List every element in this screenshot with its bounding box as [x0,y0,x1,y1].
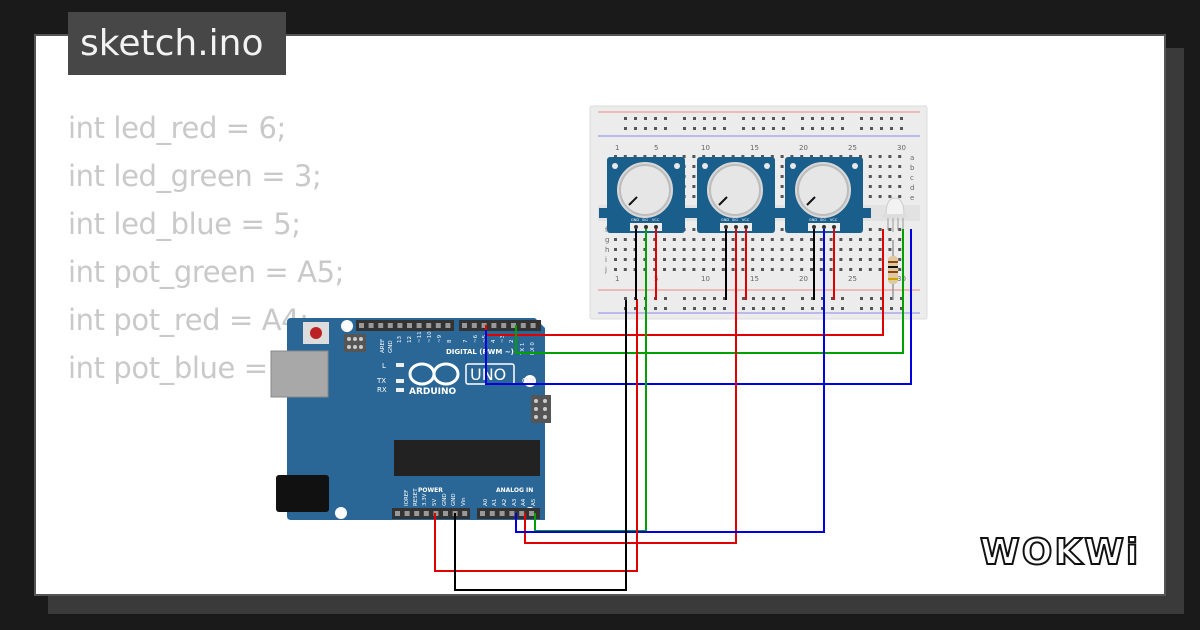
tx-label: TX [376,377,386,385]
row-label: a [910,154,914,162]
wokwi-logo-mark: WOKWi [979,531,1140,574]
resistor[interactable] [888,240,898,300]
wires [434,229,912,591]
pin-label: VCC [830,218,838,222]
code-line: int pot_green = A5; [68,255,344,289]
digital-pin-label: ~11 [417,331,423,343]
digital-pin-label: 8 [447,339,453,343]
digital-pin-label: ~6 [473,334,479,343]
svg-text:WOKWi: WOKWi [980,532,1140,573]
pin-label: GND [631,218,639,222]
wire-red [524,229,737,544]
digital-pin-label: ~9 [437,334,443,343]
digital-pin-label: ~3 [500,334,506,343]
column-label: 1 [615,275,619,283]
power-label: POWER [418,487,443,494]
pin-label: SIG [642,218,648,222]
column-label: 20 [799,275,808,283]
file-tab-title: sketch.ino [80,23,264,64]
analog-pin-label: A1 [492,499,498,506]
pin-label: VCC [742,218,750,222]
wire-blue [515,229,825,533]
power-pin-label: GND [442,493,448,506]
column-label: 10 [701,144,710,152]
power-pin-label: 3.3V [422,493,428,506]
wire-green [515,229,904,354]
wire-black [454,300,627,591]
digital-pin-label: 13 [397,336,403,343]
row-label: i [605,256,607,264]
digital-pin-label: 4 [491,339,497,343]
rgb-led[interactable] [883,197,907,232]
arduino-uno[interactable]: UNO ARDUINO DIGITAL (PWM ~) ON L TX RX P… [270,318,551,520]
header-holes [359,323,536,516]
code-line: int led_red = 6; [68,111,286,145]
code-line: int led_blue = 5; [68,207,301,241]
digital-pin-label: 12 [407,336,413,343]
digital-pin-label: 7 [463,339,469,343]
analog-pin-label: A4 [521,498,527,506]
analog-pin-label: A2 [502,499,508,506]
infinity-logo [408,362,460,386]
row-label: e [910,194,914,202]
potentiometer-3[interactable]: GND SIG VCC [777,157,871,233]
analog-pin-label: A3 [512,498,518,506]
column-label: 15 [750,275,759,283]
digital-pin-label: RX 0 [530,342,536,355]
power-pin-label: Vin [461,497,467,506]
column-label: 30 [897,275,906,283]
column-label: 30 [897,144,906,152]
column-label: 10 [701,275,710,283]
power-pin-label: GND [451,493,457,506]
row-label: h [605,246,609,254]
digital-label: DIGITAL (PWM ~) [446,348,514,356]
code-line: int led_green = 3; [68,159,322,193]
column-label: 1 [615,144,619,152]
brand-label: ARDUINO [409,387,457,397]
analog-label: ANALOG IN [496,487,533,494]
power-pin-label: RESET [413,488,419,506]
digital-pin-label: TX 1 [520,343,526,356]
wire-blue [485,229,912,385]
pin-label: GND [721,218,729,222]
rx-label: RX [377,386,387,394]
column-label: 15 [750,144,759,152]
potentiometer-2[interactable]: GND SIG VCC [689,157,783,233]
on-label: ON [522,377,533,385]
row-label: d [910,184,914,192]
l-label: L [382,362,386,370]
row-label: b [910,164,915,172]
digital-pin-label: ~10 [427,331,433,343]
pin-label: SIG [820,218,826,222]
pin-label: GND [809,218,817,222]
power-pin-label: IOREF [404,490,410,506]
gnd-label: GND [388,340,394,353]
potentiometer-1[interactable]: GND SIG VCC [599,157,693,233]
analog-pin-label: A0 [483,498,489,506]
row-label: f [605,226,608,234]
pin-label: SIG [732,218,738,222]
digital-pin-label: 2 [509,340,515,344]
row-label: j [604,266,607,274]
row-label: g [605,236,609,244]
code-line: int pot_red = A4; [68,303,309,337]
column-label: 20 [799,144,808,152]
power-pin-label: 5V [432,499,438,506]
column-label: 25 [848,144,857,152]
model-label: UNO [470,365,506,384]
wokwi-logo: WOKWi [976,526,1148,579]
column-label: 25 [848,275,857,283]
row-label: c [910,174,914,182]
file-tab[interactable]: sketch.ino [68,12,286,75]
column-label: 5 [654,144,658,152]
pin-label: VCC [652,218,660,222]
aref-label: AREF [380,339,386,353]
analog-pin-label: A5 [531,498,537,506]
